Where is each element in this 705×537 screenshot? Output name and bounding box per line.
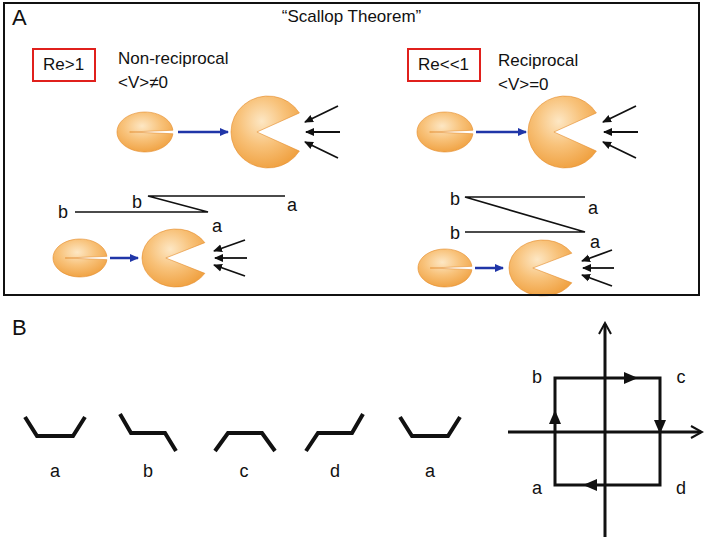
scallop-shape (417, 112, 473, 152)
flow-arrow (305, 106, 338, 122)
shape-sequence (25, 414, 460, 451)
regime-box: Re<<1 (407, 48, 481, 82)
state-letter: b (450, 224, 460, 244)
blue-arrow (178, 131, 228, 134)
panel-letter: B (12, 316, 27, 340)
flow-arrow (604, 131, 638, 133)
velocity-note: <V>=0 (498, 76, 549, 95)
state-letter: a (50, 462, 60, 482)
phase-plot (508, 324, 701, 537)
y-axis (604, 324, 607, 537)
state-letter: a (532, 479, 542, 499)
panel-title: “Scallop Theorem” (282, 7, 422, 27)
state-letter: a (212, 217, 222, 237)
state-letter: b (532, 368, 542, 388)
regime-label: Re>1 (43, 55, 85, 75)
non-reciprocal-path (75, 196, 285, 212)
flow-arrow (305, 142, 338, 158)
regime-note: Non-reciprocal (118, 50, 229, 69)
state-letter: a (425, 462, 435, 482)
shape-c (215, 433, 275, 451)
shape-b (120, 414, 176, 451)
cycle-arrowhead (654, 420, 666, 434)
stroke-path (75, 196, 585, 232)
scallop-shape (231, 96, 299, 168)
scallop-shape (418, 249, 472, 287)
scallop-shape (117, 112, 173, 152)
flow-arrow (306, 131, 340, 133)
state-letter: b (450, 190, 460, 210)
cycle-arrowhead (583, 479, 597, 491)
scallop-shape (528, 96, 596, 168)
scallop-shape (509, 240, 572, 296)
scallop-shape (53, 239, 107, 277)
blue-arrow (475, 267, 503, 270)
flow-arrow (215, 257, 247, 259)
velocity-note: <V>≠0 (118, 74, 168, 93)
shape-d (306, 414, 363, 451)
shape-a (400, 417, 460, 436)
panel-letter: A (12, 6, 27, 30)
cycle-arrows (549, 372, 666, 491)
blue-arrow (476, 131, 526, 134)
flow-arrow (603, 106, 636, 122)
motion-arrows (110, 132, 526, 268)
cycle-arrowhead (624, 372, 638, 384)
state-letter: d (330, 462, 340, 482)
flow-arrow (582, 275, 612, 286)
cycle-square (555, 378, 660, 485)
shape-a (25, 417, 85, 436)
regime-label: Re<<1 (418, 55, 470, 75)
state-letter: a (590, 233, 600, 253)
state-letter: d (676, 479, 686, 499)
reciprocal-path (465, 197, 585, 232)
state-letter: b (132, 193, 142, 213)
flow-arrow (214, 240, 245, 251)
state-letter: a (287, 196, 297, 216)
cycle-arrowhead (549, 410, 561, 424)
state-letter: c (677, 368, 686, 388)
regime-box: Re>1 (32, 48, 96, 82)
regime-note: Reciprocal (498, 52, 578, 71)
state-letter: a (588, 199, 598, 219)
scallop-figures (53, 96, 596, 296)
flow-arrow (214, 265, 245, 276)
scallop-shape (142, 229, 205, 287)
state-letter: b (58, 203, 68, 223)
blue-arrow (110, 257, 138, 260)
flow-arrow (603, 142, 636, 158)
flow-arrow (583, 267, 614, 269)
state-letter: c (240, 462, 249, 482)
state-letter: b (143, 462, 153, 482)
